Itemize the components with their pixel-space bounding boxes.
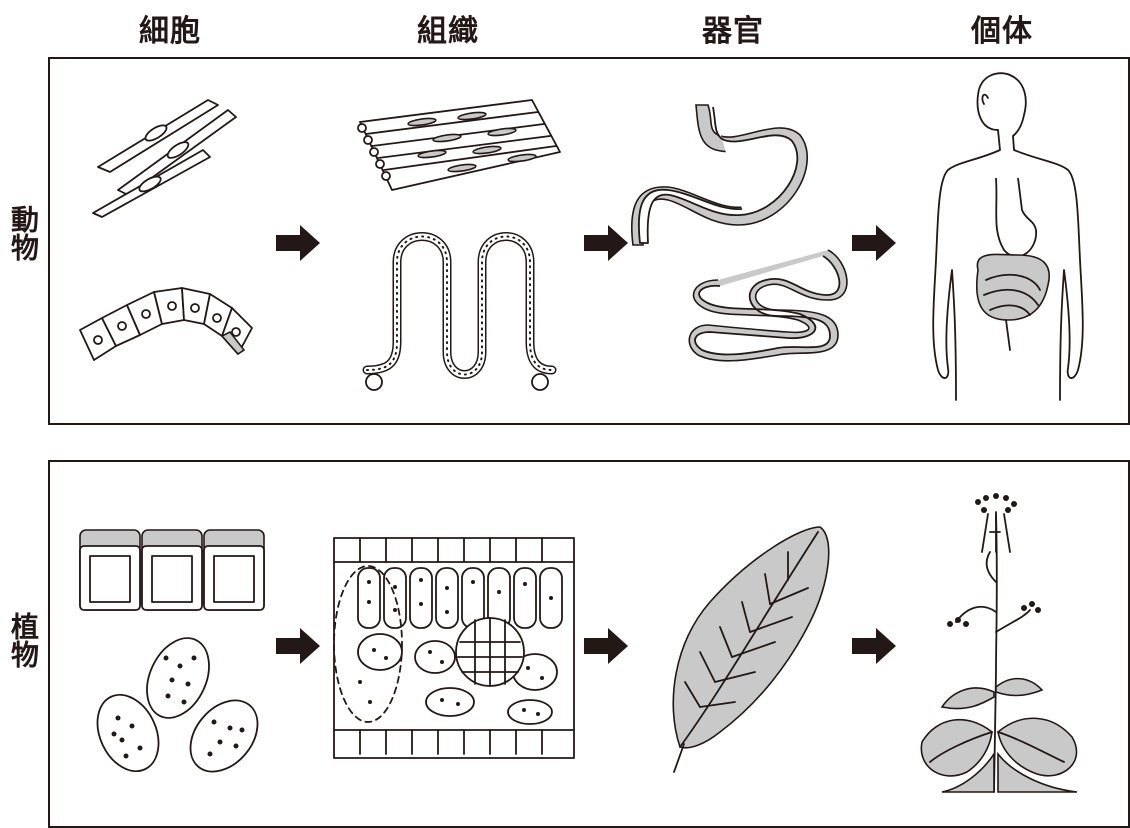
animal-epithelial-cells-illustration [72, 280, 262, 380]
column-header-tissue: 組織 [388, 6, 508, 50]
row-label-plant: 植物 [6, 612, 40, 676]
animal-intestine-illustration [678, 240, 868, 380]
human-body-illustration [918, 70, 1098, 400]
animal-muscle-tissue-illustration [352, 92, 567, 202]
row-label-plant-text: 植物 [6, 612, 40, 668]
animal-muscle-cells-illustration [88, 95, 248, 220]
animal-stomach-illustration [628, 95, 808, 255]
right-arrow-icon [276, 628, 322, 664]
right-arrow-icon [852, 225, 898, 261]
leaf-cross-section-illustration [330, 532, 578, 764]
column-header-cell: 細胞 [110, 6, 230, 50]
flowering-plant-illustration [912, 492, 1104, 792]
right-arrow-icon [584, 628, 630, 664]
right-arrow-icon [852, 628, 898, 664]
row-label-animal-text: 動物 [6, 205, 40, 261]
row-label-animal: 動物 [6, 205, 40, 269]
plant-oval-cells-illustration [96, 638, 266, 778]
right-arrow-icon [584, 225, 630, 261]
animal-epithelial-tissue-illustration [352, 232, 562, 402]
column-header-organ: 器官 [673, 6, 793, 50]
leaf-illustration [660, 522, 840, 778]
right-arrow-icon [276, 225, 322, 261]
column-header-individual: 個体 [942, 6, 1062, 50]
plant-box-cells-illustration [78, 528, 268, 618]
